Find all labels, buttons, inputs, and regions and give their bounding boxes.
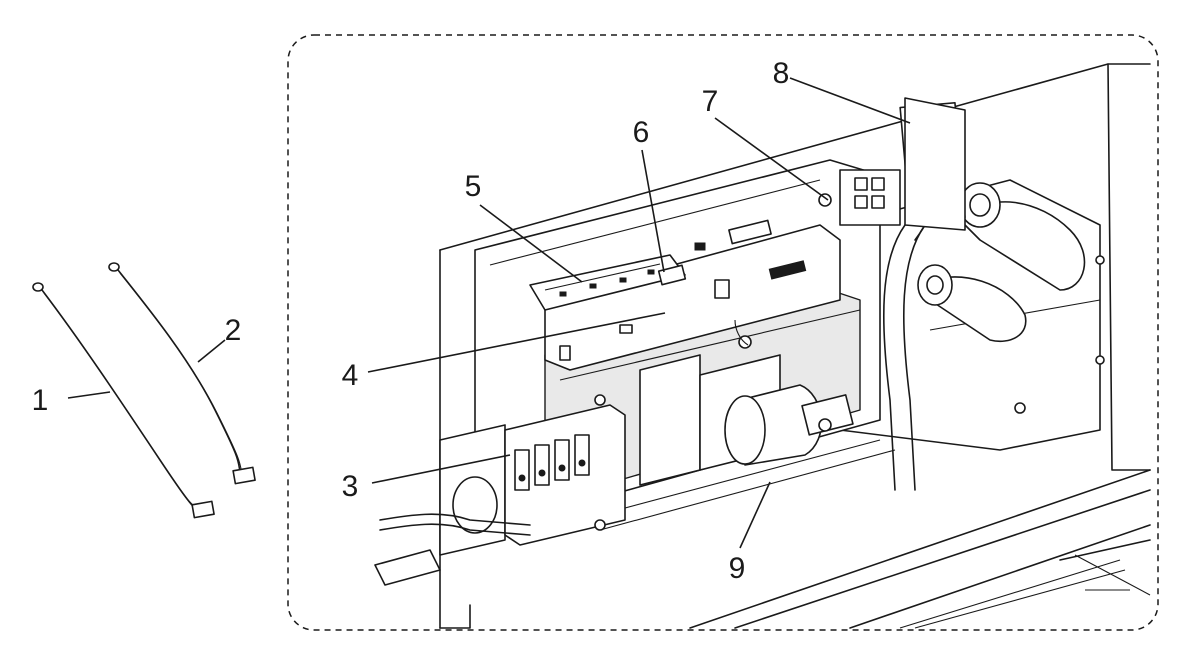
sensor-cable-2 [108,262,256,485]
callout-4: 4 [342,359,359,392]
unit-housing [439,63,1151,629]
sensor-cable-1 [32,282,215,519]
main-pcb [544,219,841,371]
terminal-block [374,404,626,586]
relay-bracket [839,169,901,226]
callout-9: 9 [729,552,746,585]
fan-capacitor [724,384,854,466]
detail-frame [287,34,1159,631]
callout-5: 5 [465,170,482,203]
callout-6: 6 [633,116,650,149]
pcb-connector [657,264,687,286]
callout-3: 3 [342,470,359,503]
callout-labels: 1 2 3 4 5 6 7 8 9 [32,57,790,585]
callout-8: 8 [773,57,790,90]
display-pcb [529,254,686,311]
leader-lines [67,77,911,549]
callout-2: 2 [225,314,242,347]
callout-1: 1 [32,384,49,417]
callout-7: 7 [702,85,719,118]
coil-mounting-plate [904,97,966,231]
